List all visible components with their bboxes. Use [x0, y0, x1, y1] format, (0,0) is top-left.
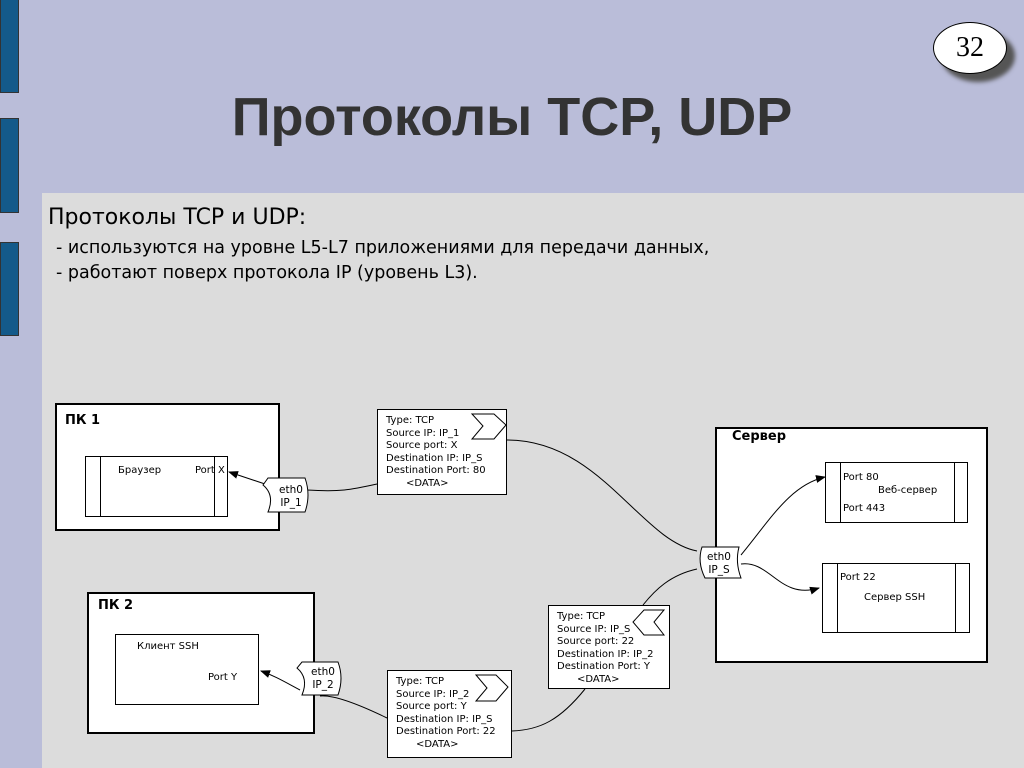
decor-bar [0, 0, 19, 93]
link-line [511, 688, 586, 732]
link-line [319, 695, 388, 719]
port-label: Port 443 [843, 503, 886, 514]
web-server-app [825, 462, 968, 523]
page-number: 32 [933, 22, 1007, 74]
bullet: - работают поверх протокола IP (уровень … [56, 263, 478, 283]
interface-shape [296, 661, 342, 696]
interface-shape [262, 477, 309, 513]
app-name: Веб-сервер [878, 485, 938, 496]
link-line [506, 439, 698, 552]
heading: Протоколы TCP и UDP: [48, 205, 307, 230]
arrow-right-icon [470, 413, 507, 440]
interface-shape [699, 546, 742, 579]
link-line [642, 568, 698, 606]
arrow-right-icon [474, 674, 509, 702]
decor-bar [0, 118, 19, 213]
decor-bar [0, 242, 19, 336]
arrow [260, 670, 301, 691]
pc1-label: ПК 1 [65, 413, 101, 428]
app-name: Сервер SSH [864, 592, 926, 603]
arrow [228, 471, 266, 485]
ssh-server-app [822, 563, 970, 633]
link-line [306, 483, 378, 492]
app-name: Клиент SSH [137, 641, 199, 652]
slide-title: Протоколы TCP, UDP [231, 87, 793, 147]
ssh-client-app [115, 634, 259, 705]
port-label: Port 80 [843, 472, 879, 483]
app-name: Браузер [118, 465, 162, 476]
bullet: - используются на уровне L5-L7 приложени… [56, 238, 710, 258]
pc2-label: ПК 2 [98, 598, 134, 613]
arrow [740, 563, 820, 595]
port-label: Port X [195, 465, 225, 476]
port-label: Port 22 [840, 572, 876, 583]
arrow-left-icon [632, 609, 666, 636]
server-label: Сервер [732, 429, 787, 444]
browser-app [85, 456, 228, 517]
port-label: Port Y [208, 672, 238, 683]
arrow [740, 475, 826, 556]
